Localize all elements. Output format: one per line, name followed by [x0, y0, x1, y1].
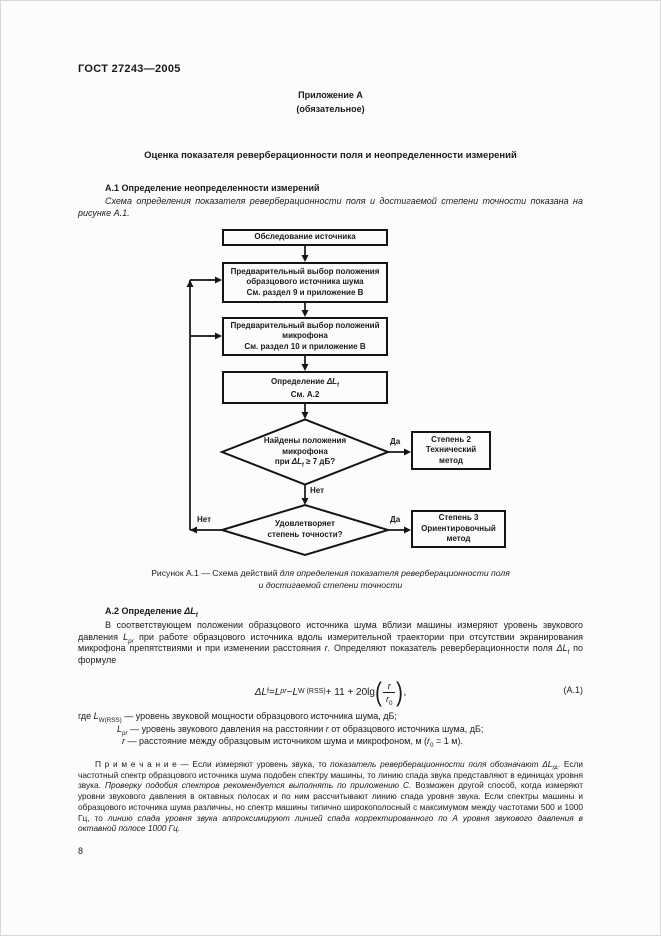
- open-paren: (: [375, 676, 382, 707]
- page-title: Оценка показателя реверберационности пол…: [144, 150, 517, 161]
- edge-label-no-2: Нет: [197, 515, 212, 524]
- appendix-kind: (обязательное): [296, 104, 365, 114]
- section-a2-paragraph: В соответствующем положении образцового …: [78, 620, 583, 665]
- decision-microphone-positions-text: Найдены положения микрофона при ΔLf ≥ 7 …: [263, 436, 347, 469]
- section-a1-intro: Схема определения показателя ревербераци…: [78, 196, 583, 218]
- decision-microphone-positions-shape: [219, 418, 391, 486]
- page-number: 8: [78, 846, 84, 856]
- decision-accuracy-text: Удовлетворяет степень точности?: [267, 519, 343, 539]
- decision-accuracy-shape: [218, 503, 392, 557]
- equation-number: (А.1): [563, 685, 583, 695]
- standard-designation: ГОСТ 27243—2005: [78, 63, 181, 75]
- flowchart-box-source-position: Предварительный выбор положения образцов…: [222, 262, 388, 303]
- section-a1-heading: А.1 Определение неопределенности измерен…: [105, 183, 320, 193]
- symbol-definitions: где LW(RSS) — уровень звуковой мощности …: [78, 711, 484, 749]
- flowchart-box-grade3: Степень 3 Ориентировочный метод: [411, 510, 506, 548]
- section-a2-heading: А.2 Определение ΔLf: [105, 606, 198, 619]
- note-block: П р и м е ч а н и е — Если измеряют уров…: [78, 759, 584, 834]
- flowchart-box-source-survey: Обследование источника: [222, 229, 388, 246]
- flowchart-box-grade2: Степень 2 Технический метод: [411, 431, 491, 470]
- flowchart-box-microphone-position: Предварительный выбор положений микрофон…: [222, 317, 388, 356]
- edge-label-no-1: Нет: [310, 486, 325, 495]
- flowchart: Обследование источника Предварительный в…: [0, 225, 661, 568]
- flowchart-connectors: [186, 246, 411, 557]
- edge-label-yes-1: Да: [390, 437, 401, 446]
- close-paren: ): [396, 676, 404, 707]
- appendix-heading: Приложение А (обязательное): [0, 88, 661, 116]
- flowchart-box-determine-dlf: Определение ΔLf См. А.2: [222, 371, 388, 404]
- appendix-label: Приложение А: [298, 90, 363, 100]
- figure-caption: Рисунок А.1 — Схема действий для определ…: [151, 568, 510, 590]
- edge-label-yes-2: Да: [390, 515, 401, 524]
